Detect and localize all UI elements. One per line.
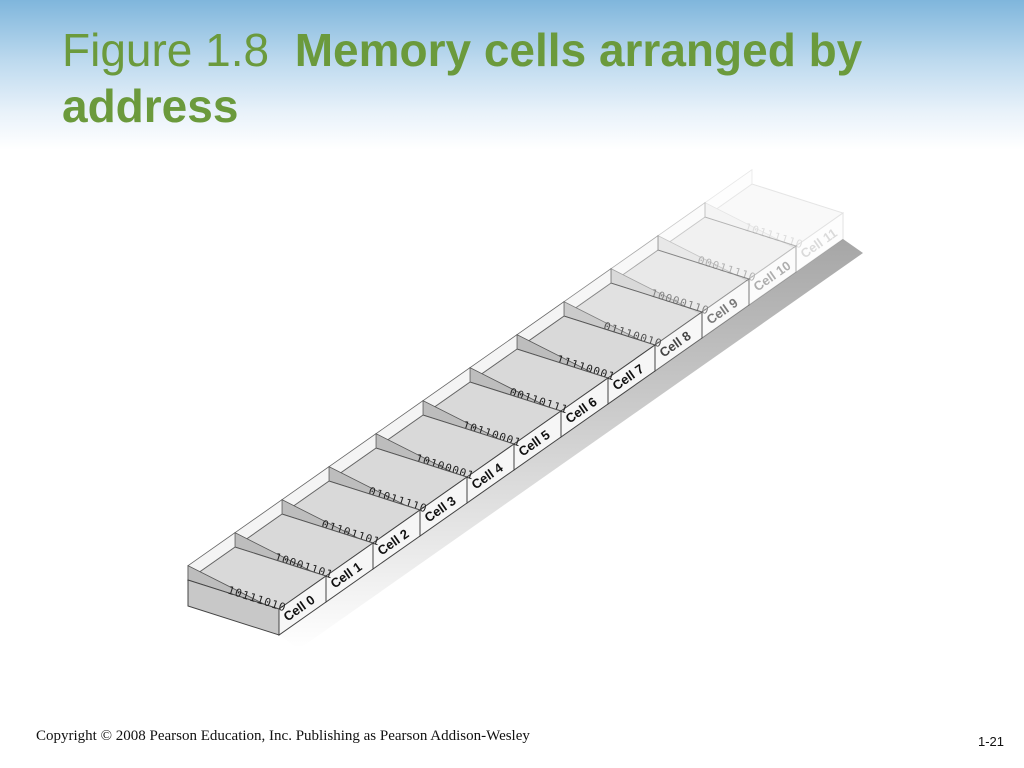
page-number: 1-21 [978,734,1005,749]
row-end-face [187,579,280,636]
figure-title: Memory cells arranged by address [62,24,863,132]
copyright-notice: Copyright © 2008 Pearson Education, Inc.… [36,728,530,744]
slide-title: Figure 1.8 Memory cells arranged by addr… [62,22,1002,134]
figure-number: Figure 1.8 [62,24,270,76]
cell-floor [703,183,845,247]
cell-divider [704,202,797,250]
row-shadow [279,239,863,649]
cell-back-wall [704,168,753,218]
cell-front-face [795,212,844,273]
header-gradient [0,0,1024,150]
